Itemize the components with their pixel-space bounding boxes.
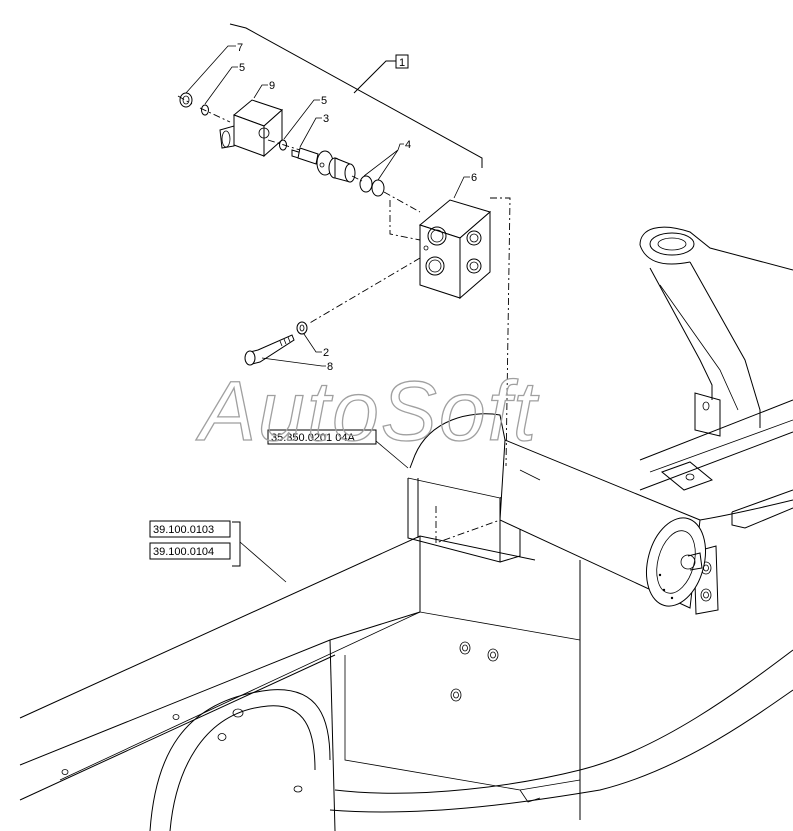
- callout-5b: 5: [321, 95, 327, 107]
- machine-frame: [19, 226, 793, 831]
- callout-8: 8: [327, 361, 333, 373]
- ref-c-text: 39.100.0104: [153, 546, 214, 558]
- ref-box-a: [267, 429, 377, 445]
- center-lines: [177, 95, 511, 544]
- ref-a-text: 35.350.0201 04A: [271, 432, 355, 444]
- leader-lines: [185, 23, 483, 583]
- ref-box-b: [149, 520, 231, 538]
- bolt-8: [244, 334, 295, 366]
- callout-1-box: [395, 54, 409, 69]
- callout-labels: 1 7 5 9 5 3 4 6 2 8: [237, 42, 477, 373]
- callout-1: 1: [399, 57, 405, 69]
- ref-box-c: [149, 542, 231, 560]
- reference-boxes: 35.350.0201 04A 39.100.0103 39.100.0104: [149, 429, 377, 560]
- callout-9: 9: [269, 80, 275, 92]
- cartridge-valve-3: [291, 147, 356, 183]
- callout-2: 2: [323, 347, 329, 359]
- callout-5a: 5: [239, 62, 245, 74]
- watermark: AutoSoft: [195, 364, 540, 458]
- ref-b-text: 39.100.0103: [153, 524, 214, 536]
- callout-3: 3: [323, 113, 329, 125]
- fitting-7: [179, 92, 193, 108]
- callout-6: 6: [471, 172, 477, 184]
- callout-4: 4: [405, 139, 411, 151]
- cylinder: [499, 439, 706, 609]
- o-ring-5b: [279, 139, 287, 151]
- o-rings-4: [359, 175, 385, 197]
- valve-block: [418, 199, 492, 300]
- o-ring-5a: [201, 104, 209, 116]
- washer-2: [296, 321, 308, 335]
- callout-7: 7: [237, 42, 243, 54]
- solenoid-coil-9: [219, 99, 283, 158]
